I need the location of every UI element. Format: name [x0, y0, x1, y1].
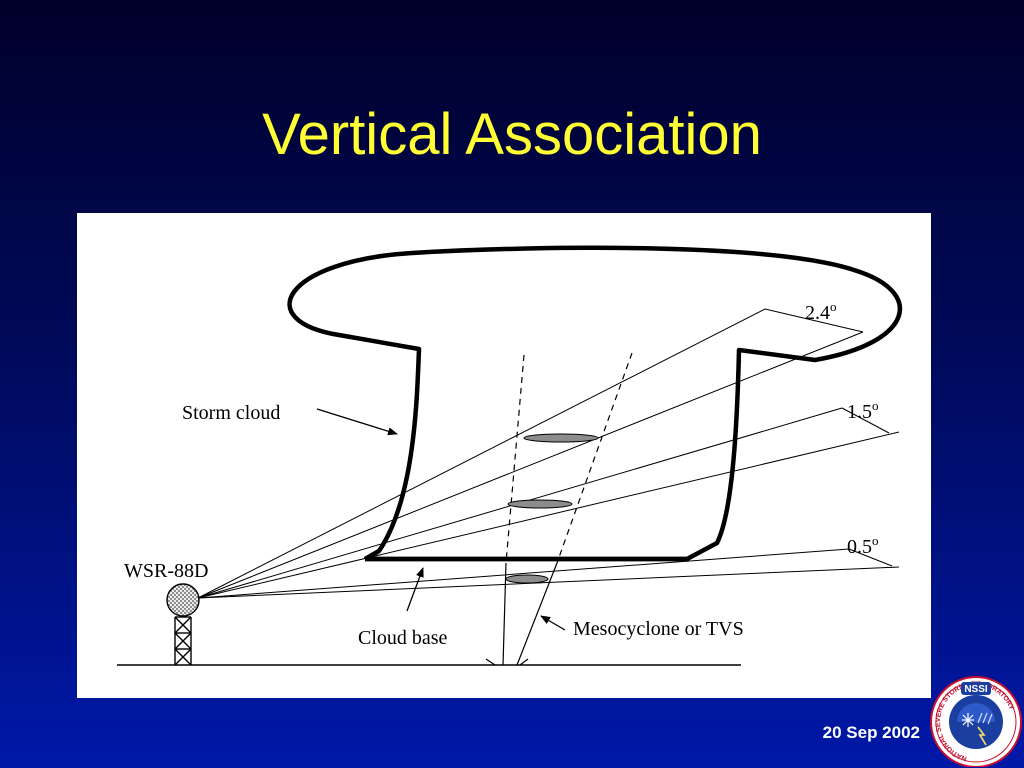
lightning-icon: [977, 726, 987, 746]
nssl-logo: NATIONAL SEVERE STORMS LABORATORY NSSI: [930, 676, 1022, 767]
storm-cloud-outline: [287, 245, 903, 562]
storm-cloud-label: Storm cloud: [182, 402, 280, 424]
elevation-label-1-5: 1.5o: [847, 398, 879, 423]
mesocyclone-ellipse-middle: [507, 499, 573, 509]
cloud-base-arrow: [406, 567, 424, 612]
beam-0-5: [197, 548, 900, 599]
mesocyclone-arrow: [540, 615, 566, 631]
beam-2-4: [197, 308, 864, 599]
slide-date: 20 Sep 2002: [822, 723, 920, 742]
svg-text:NSSI: NSSI: [964, 684, 988, 695]
elevation-label-2-4: 2.4o: [805, 299, 837, 324]
storm-cloud-arrow: [316, 408, 398, 436]
radar-dome-icon: [166, 583, 200, 617]
funnel: [485, 562, 558, 666]
snowflake-icon: [962, 713, 974, 727]
storm-diagram: Storm cloud WSR-88D Cloud base Mesocyclo…: [117, 245, 903, 666]
diagram-panel: Storm cloud WSR-88D Cloud base Mesocyclo…: [77, 213, 931, 698]
mesocyclone-label: Mesocyclone or TVS: [573, 618, 744, 640]
cloud-base-label: Cloud base: [358, 627, 448, 649]
mesocyclone-ellipse-lower: [505, 574, 549, 584]
radar-tower: [174, 616, 192, 666]
elevation-label-0-5: 0.5o: [847, 533, 879, 558]
mesocyclone-ellipse-upper: [523, 433, 599, 443]
mesocyclone-column: [505, 352, 633, 564]
radar-label: WSR-88D: [124, 560, 208, 582]
rain-icon: [977, 712, 993, 725]
slide-title: Vertical Association: [262, 102, 762, 167]
